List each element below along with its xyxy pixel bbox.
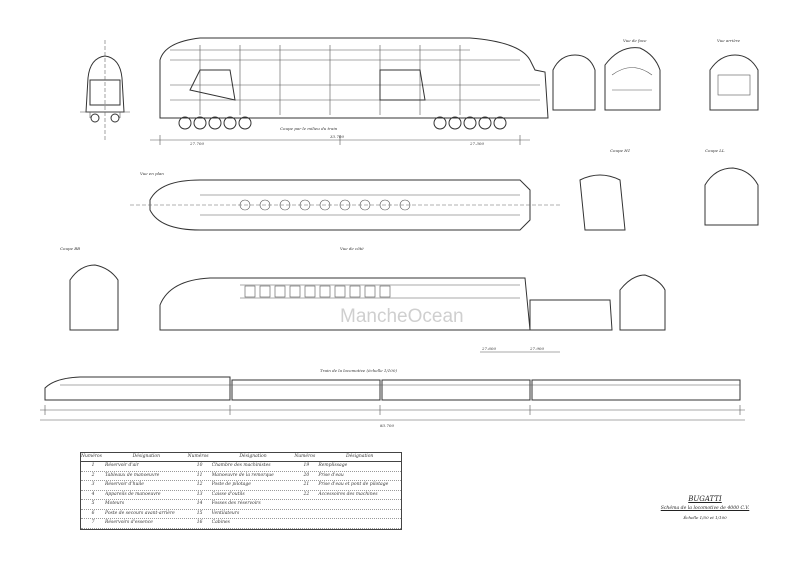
legend-number: 2 <box>91 472 95 478</box>
legend-designation: Fosses des réservoirs <box>211 501 261 506</box>
legend-designation: Cabines <box>211 520 230 525</box>
legend-number: 12 <box>196 482 203 487</box>
legend-designation: Accessoires des machines <box>318 491 378 497</box>
legend-number: 4 <box>91 491 95 497</box>
legend-designation: Remplissage <box>318 463 348 468</box>
dim-2: 27.300 <box>469 141 484 146</box>
legend-number: 14 <box>196 501 203 506</box>
legend-designation: Chambre des machinistes <box>211 463 271 468</box>
legend-row: 4 Appareils de manoeuvre 13 Caisse d'outils… <box>81 491 401 500</box>
legend-header-cell: Numéros <box>81 454 102 459</box>
side-elevation: Coupe BB Vue de côté 27.600 27.900 <box>60 246 666 353</box>
coupe-ll-label: Coupe LL <box>705 148 725 153</box>
legend-designation: Poste de secours avant-arrière <box>105 510 175 516</box>
full-train-view: Train de la locomotive (échelle 1/100) 8… <box>40 368 745 428</box>
end-view-top-left <box>80 40 130 140</box>
legend-designation: Réservoir d'huile <box>105 482 144 487</box>
elevation-caption: Coupe par le milieu du train <box>280 126 338 131</box>
rear-view-label: Vue arrière <box>717 38 741 43</box>
legend-header: Numéros Désignation Numéros Désignation … <box>81 453 401 462</box>
legend-number: 15 <box>196 510 203 516</box>
legend-designation: Moteurs <box>105 501 125 506</box>
legend-row: 3 Réservoir d'huile 12 Poste de pilotage 21 P… <box>81 481 401 491</box>
side-caption: Vue de côté <box>340 246 364 251</box>
legend-designation: Tableaux de manoeuvre <box>105 472 160 478</box>
legend-header-cell: Désignation <box>132 454 160 459</box>
coupe-h1-label: Coupe H1 <box>610 148 630 153</box>
front-rear-views: Vue de face Vue arrière Coupe H1 Coupe L… <box>552 38 759 153</box>
legend-number: 13 <box>196 491 203 497</box>
legend-designation: Prise d'eau et pont de pilotage <box>318 482 389 487</box>
title-block: BUGATTI Schéma de la locomotive de 4000 … <box>645 495 765 520</box>
elevation-section-top: 27.700 27.300 33.700 Coupe par le milieu… <box>150 37 549 146</box>
legend-designation: Réservoirs d'essence <box>105 520 153 525</box>
dim-1: 27.700 <box>189 141 204 146</box>
legend-row: 1 Réservoir d'air 10 Chambre des machiniste… <box>81 462 401 472</box>
legend-number: 11 <box>196 472 203 478</box>
legend-designation: Réservoir d'air <box>105 463 139 468</box>
legend-number <box>294 519 318 528</box>
legend-designation: Caisse d'outils <box>211 491 245 497</box>
legend-header-cell: Numéros <box>187 454 209 459</box>
legend-number: 16 <box>196 520 203 525</box>
legend-number: 5 <box>91 501 95 506</box>
title-subtitle: Schéma de la locomotive de 4000 C.V. <box>660 506 750 511</box>
legend-designation: Appareils de manoeuvre <box>105 491 161 497</box>
legend-number: 3 <box>91 482 95 487</box>
legend-designation <box>318 519 401 528</box>
legend-number: 6 <box>91 510 95 516</box>
legend-designation: Prise d'eau <box>318 472 344 478</box>
legend-number: 22 <box>303 491 310 497</box>
watermark: MancheOcean <box>340 306 464 327</box>
dim-3: 27.600 <box>481 346 496 351</box>
section-bb-label: Coupe BB <box>60 246 80 251</box>
legend-number: 20 <box>303 472 310 478</box>
legend-number: 1 <box>91 463 95 468</box>
title-scale: Échelle 1/50 et 1/100 <box>683 515 727 520</box>
dim-4: 27.900 <box>529 346 544 351</box>
legend-number <box>294 510 318 519</box>
dim-total-2: 83.700 <box>380 423 394 428</box>
legend-number: 21 <box>303 482 310 487</box>
legend-row: 5 Moteurs 14 Fosses des réservoirs <box>81 500 401 510</box>
legend-header-cell: Numéros <box>294 454 316 459</box>
legend-number: 19 <box>303 463 310 468</box>
train-caption: Train de la locomotive (échelle 1/100) <box>320 368 397 373</box>
legend-number <box>294 500 318 509</box>
legend-row: 7 Réservoirs d'essence 16 Cabines <box>81 519 401 529</box>
legend-designation <box>318 510 401 519</box>
legend-row: 6 Poste de secours avant-arrière 15 Ventila… <box>81 510 401 519</box>
legend-table: Numéros Désignation Numéros Désignation … <box>80 452 402 530</box>
dim-total-1: 33.700 <box>330 134 344 139</box>
legend-designation <box>318 500 401 509</box>
legend-header-cell: Désignation <box>345 454 374 459</box>
legend-number: 7 <box>91 520 95 525</box>
title-maker: BUGATTI <box>688 495 722 503</box>
legend-number: 10 <box>196 463 203 468</box>
plan-caption: Vue en plan <box>140 171 164 176</box>
plan-view: Vue en plan <box>130 167 759 231</box>
legend-header-cell: Désignation <box>239 454 267 459</box>
legend-designation: Ventilateurs <box>211 510 240 516</box>
front-view-label: Vue de face <box>623 38 647 43</box>
legend-row: 2 Tableaux de manoeuvre 11 Manoeuvre de la … <box>81 472 401 481</box>
legend-designation: Manoeuvre de la remorque <box>211 472 274 478</box>
legend-designation: Poste de pilotage <box>211 482 251 487</box>
